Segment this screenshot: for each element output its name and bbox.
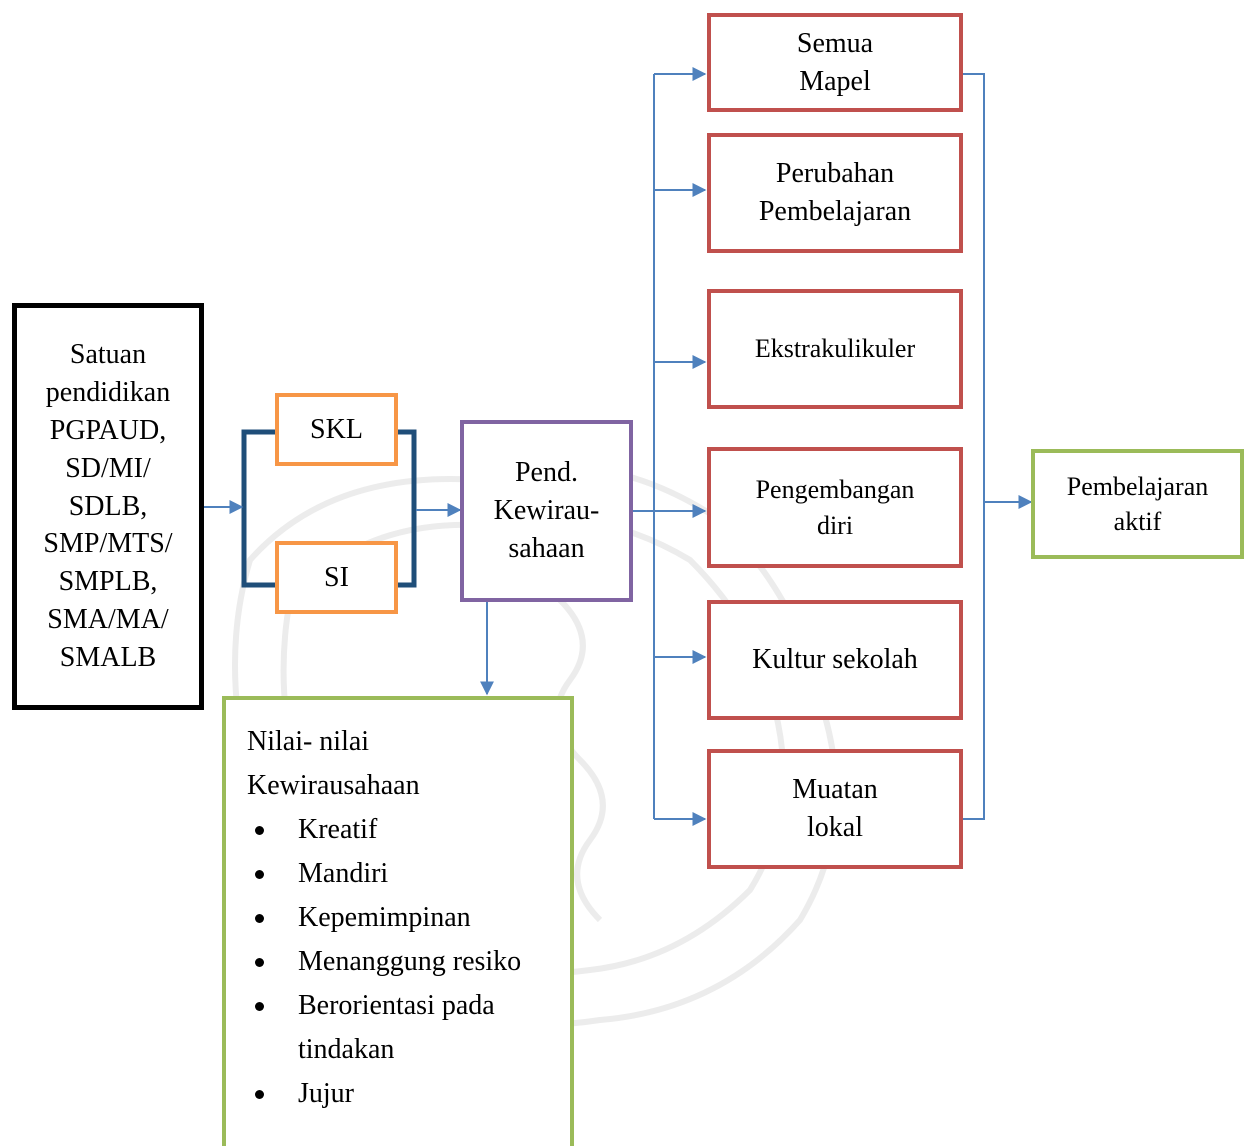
semua-mapel-label: Semua Mapel	[796, 27, 874, 97]
values-item-label: Mandiri	[298, 858, 389, 889]
si-box: SI	[275, 541, 398, 614]
bracket-right	[396, 429, 417, 588]
pend-kewirausahaan-label: Pend. Kewirau- sahaan	[493, 457, 600, 564]
values-list-item: Mandiri	[247, 852, 570, 896]
skl-label: SKL	[310, 413, 363, 445]
values-title-line1: Nilai- nilai	[247, 726, 370, 757]
values-title-line2: Kewirausahaan	[247, 770, 420, 801]
values-item-label: Kreatif	[298, 814, 378, 845]
values-list-item: Berorientasi pada tindakan	[247, 984, 570, 1072]
values-list-item: Kepemimpinan	[247, 896, 570, 940]
satuan-pendidikan-box: Satuan pendidikan PGPAUD, SD/MI/ SDLB, S…	[12, 303, 204, 710]
values-item-label: Menanggung resiko	[298, 946, 522, 977]
satuan-pendidikan-label: Satuan pendidikan PGPAUD, SD/MI/ SDLB, S…	[43, 339, 173, 673]
values-list-item: Jujur	[247, 1072, 570, 1116]
values-list: Kreatif Mandiri Kepemimpinan Menanggung …	[247, 808, 570, 1116]
bullet-icon	[255, 870, 264, 879]
muatan-lokal-box: Muatan lokal	[707, 749, 963, 869]
ekstrakulikuler-box: Ekstrakulikuler	[707, 289, 963, 409]
bullet-icon	[255, 1090, 264, 1099]
pengembangan-diri-label: Pengembangan diri	[755, 475, 915, 540]
kultur-sekolah-label: Kultur sekolah	[752, 644, 918, 676]
bullet-icon	[255, 958, 264, 967]
pengembangan-diri-box: Pengembangan diri	[707, 447, 963, 568]
values-list-item: Kreatif	[247, 808, 570, 852]
perubahan-pembelajaran-label: Perubahan Pembelajaran	[758, 158, 912, 227]
values-item-label: Berorientasi pada tindakan	[298, 990, 495, 1065]
bullet-icon	[255, 1002, 264, 1011]
kultur-sekolah-box: Kultur sekolah	[707, 600, 963, 720]
bullet-icon	[255, 826, 264, 835]
nilai-kewirausahaan-box: Nilai- nilai Kewirausahaan Kreatif Mandi…	[222, 696, 574, 1146]
values-item-label: Jujur	[298, 1078, 354, 1109]
skl-box: SKL	[275, 393, 398, 466]
pembelajaran-aktif-box: Pembelajaran aktif	[1031, 449, 1244, 559]
bullet-icon	[255, 914, 264, 923]
bracket-left	[241, 429, 278, 588]
values-list-item: Menanggung resiko	[247, 940, 570, 984]
semua-mapel-box: Semua Mapel	[707, 13, 963, 112]
muatan-lokal-label: Muatan lokal	[792, 774, 878, 843]
values-item-label: Kepemimpinan	[298, 902, 471, 933]
ekstrakulikuler-label: Ekstrakulikuler	[754, 334, 916, 364]
right-spine	[963, 73, 985, 820]
perubahan-pembelajaran-box: Perubahan Pembelajaran	[707, 133, 963, 253]
pend-kewirausahaan-box: Pend. Kewirau- sahaan	[460, 420, 633, 602]
pembelajaran-aktif-label: Pembelajaran aktif	[1066, 471, 1209, 536]
si-label: SI	[324, 561, 349, 593]
